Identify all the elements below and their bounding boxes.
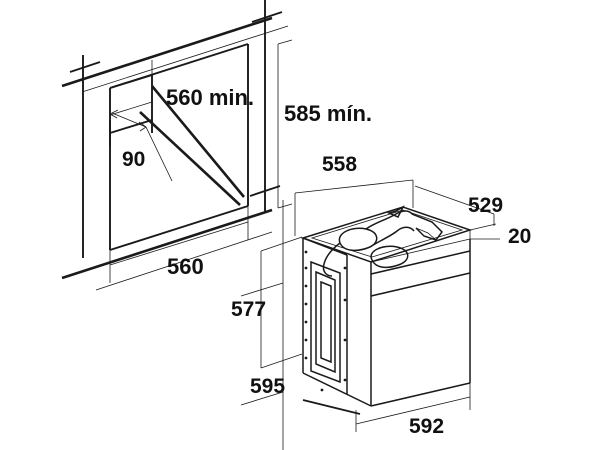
mounting-hole [343, 298, 347, 302]
niche-brace-lower-line [139, 111, 241, 206]
niche-tick-bottom-right [249, 185, 281, 197]
niche-shelf-bottom-edge [109, 119, 153, 134]
oven-top-connector-box [411, 213, 443, 241]
mounting-hole [304, 284, 308, 288]
oven-door-opening-outer [310, 260, 341, 384]
cabinet-niche-view [61, 0, 293, 291]
dim-529-dimension-line [414, 185, 495, 215]
mounting-hole [304, 302, 308, 306]
label-oven-top-lip: 20 [508, 225, 531, 248]
niche-shelf-top-left [109, 74, 153, 89]
mounting-hole [343, 266, 347, 270]
oven-top-cable-run-a [365, 210, 413, 230]
niche-tick-top-right [251, 11, 283, 23]
dim-577-bottom-witness [260, 353, 303, 369]
niche-top-inner-edge [81, 25, 289, 93]
niche-bottom-inner-edge [95, 231, 273, 291]
dim-90-arrow-right [138, 121, 147, 132]
mounting-hole [343, 378, 347, 382]
dim-577-top-witness [260, 236, 303, 252]
oven-top-cable-loop-2 [370, 245, 409, 269]
dim-560-dimension-line [109, 221, 249, 266]
oven-door-opening-core [320, 280, 332, 364]
dim-595-lower-witness [240, 391, 284, 406]
oven-top-vent-notch [386, 205, 405, 218]
oven-body-bottom-edge [370, 382, 471, 407]
label-niche-height-min: 585 mín. [284, 101, 372, 126]
dim-592-dimension-line [355, 396, 471, 425]
oven-unit-view [240, 179, 500, 450]
dim-585-bottom-witness [277, 203, 293, 209]
dim-90-slant-line [111, 112, 147, 128]
oven-control-panel-bottom [370, 272, 471, 297]
oven-frame-top-slant [302, 237, 348, 256]
mounting-hole [320, 388, 324, 392]
mounting-hole [304, 356, 308, 360]
niche-brace-upper-line [150, 85, 246, 198]
niche-bottom-outer-edge [61, 208, 273, 280]
dim-558-dimension-line [294, 179, 414, 194]
label-oven-front-height: 595 [250, 375, 285, 398]
dim-90-upper-line [109, 101, 153, 116]
oven-top-cable-loop-1 [338, 227, 378, 252]
label-oven-top-width: 558 [322, 153, 357, 176]
mounting-hole [304, 320, 308, 324]
niche-tick-top-left [69, 61, 101, 73]
label-niche-depth: 560 [167, 254, 204, 279]
dim-529-lower-witness [469, 223, 497, 231]
label-oven-depth: 529 [468, 194, 503, 217]
oven-door-opening-inner [315, 270, 336, 374]
oven-top-connector-detail [415, 227, 437, 241]
dim-595-upper-witness [240, 282, 284, 297]
label-niche-width-min: 560 min. [166, 85, 254, 110]
oven-top-cable-run-b [369, 226, 415, 248]
dim-585-top-witness [277, 39, 293, 45]
niche-opening-bottom-edge [109, 205, 249, 251]
oven-top-cable-run-c [322, 242, 341, 277]
label-oven-front-width: 592 [409, 415, 444, 438]
label-oven-body-height: 577 [231, 298, 266, 321]
mounting-hole [304, 338, 308, 342]
mounting-hole [304, 266, 308, 270]
dim-90-arrow-left [109, 109, 119, 119]
dim-592-left-leader [302, 399, 361, 415]
mounting-hole [343, 338, 347, 342]
dim-90-leader [145, 126, 173, 182]
mounting-hole [304, 250, 308, 254]
oven-top-lip-front [370, 238, 471, 263]
niche-top-outer-edge [61, 16, 273, 88]
oven-frame-bottom-slant [302, 372, 372, 407]
oven-control-panel-top [370, 250, 471, 275]
label-niche-front-offset: 90 [122, 148, 145, 171]
dimension-labels: 560 min. 585 mín. 90 560 558 529 20 577 … [122, 85, 531, 438]
